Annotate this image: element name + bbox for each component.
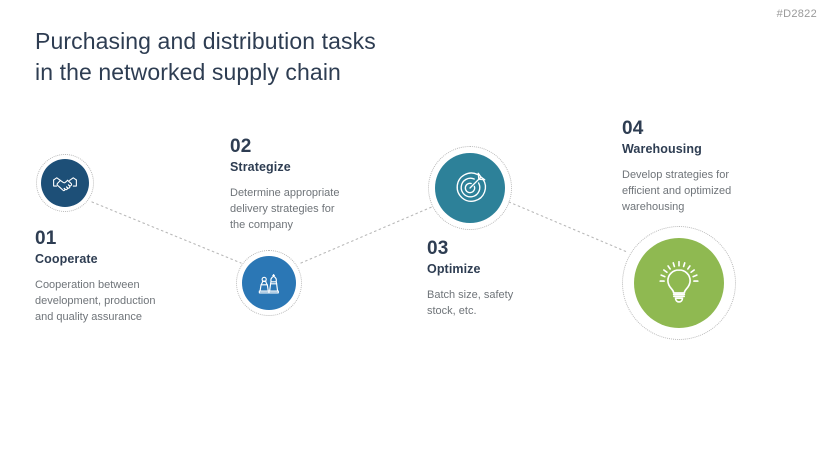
step-text-2: 02 Strategize Determine appropriate deli…: [230, 136, 390, 233]
step-number-2: 02: [230, 136, 252, 157]
step-heading-1: Cooperate: [35, 252, 98, 266]
step-disc-2[interactable]: [242, 256, 296, 310]
step-heading-4: Warehousing: [622, 142, 702, 156]
step-ring-2: [236, 250, 302, 316]
step-text-1: 01 Cooperate Cooperation between develop…: [35, 228, 195, 325]
step-description-1: Cooperation between development, product…: [35, 279, 156, 323]
step-text-4: 04 Warehousing Develop strategies for ef…: [622, 118, 782, 215]
step-description-2: Determine appropriate delivery strategie…: [230, 187, 340, 231]
step-disc-1[interactable]: [41, 159, 89, 207]
step-heading-2: Strategize: [230, 160, 291, 174]
step-disc-4[interactable]: [634, 238, 724, 328]
step-description-4: Develop strategies for efficient and opt…: [622, 169, 732, 213]
step-node-4[interactable]: [622, 226, 736, 340]
chess-pieces-icon: [255, 269, 284, 298]
step-number-3: 03: [427, 238, 449, 259]
step-node-1[interactable]: [36, 154, 94, 212]
step-text-3: 03 Optimize Batch size, safety stock, et…: [427, 238, 587, 319]
step-node-2[interactable]: [236, 250, 302, 316]
step-heading-3: Optimize: [427, 262, 481, 276]
step-description-3: Batch size, safety stock, etc.: [427, 289, 514, 317]
step-disc-3[interactable]: [435, 153, 505, 223]
step-node-3[interactable]: [428, 146, 512, 230]
step-number-4: 04: [622, 118, 644, 139]
step-number-1: 01: [35, 228, 57, 249]
step-ring-1: [36, 154, 94, 212]
target-dartboard-icon: [452, 170, 488, 206]
slide-code-label: #D2822: [776, 8, 817, 20]
handshake-icon: [52, 170, 78, 196]
lightbulb-icon: [656, 260, 702, 306]
page-title: Purchasing and distribution tasks in the…: [35, 28, 376, 85]
step-ring-3: [428, 146, 512, 230]
step-ring-4: [622, 226, 736, 340]
